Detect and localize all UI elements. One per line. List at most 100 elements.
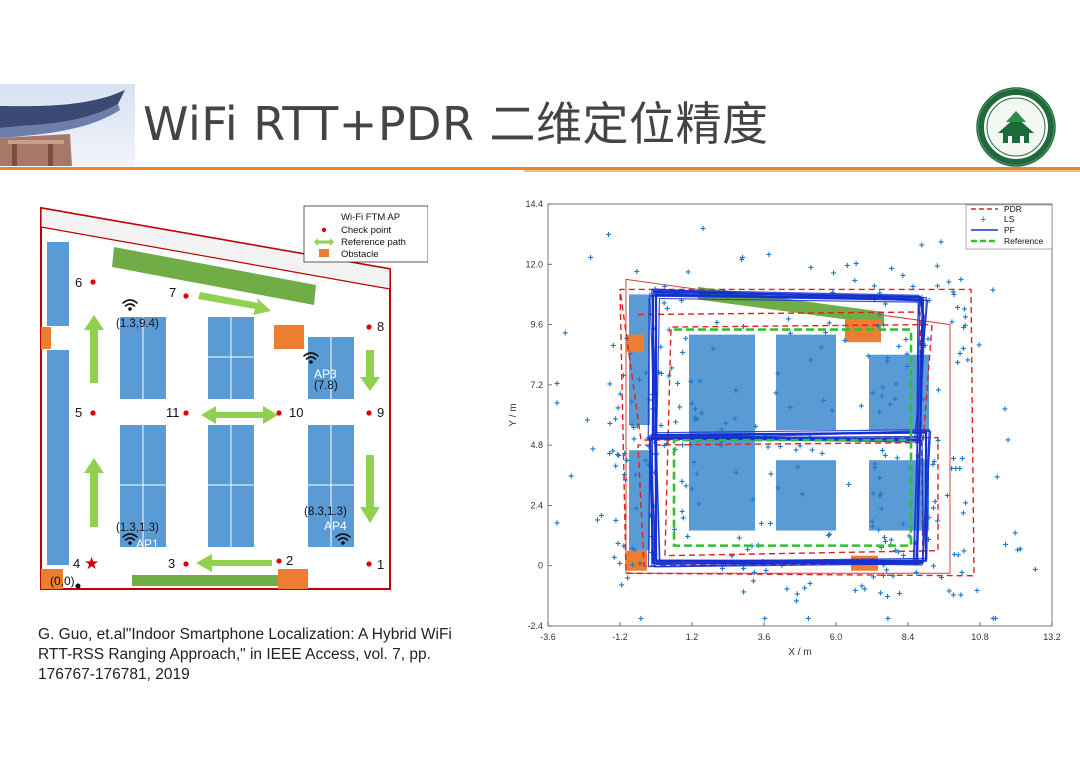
ls-point: + (631, 423, 637, 434)
ls-point: + (877, 474, 883, 485)
ls-point: + (831, 269, 837, 280)
checkpoint-label: 1 (377, 557, 384, 572)
ap-coordinate: (8.3,1.3) (304, 506, 347, 518)
ls-point: + (806, 614, 812, 625)
y-ticks: -2.402.44.87.29.612.014.4 (525, 199, 552, 631)
ls-point: + (878, 589, 884, 600)
wifi-ap4-icon (335, 533, 351, 545)
ls-point: + (622, 449, 628, 460)
y-tick-label: 4.8 (530, 440, 543, 450)
legend-label: Wi-Fi FTM AP (341, 212, 400, 223)
ls-point: + (630, 561, 636, 572)
ls-point: + (638, 614, 644, 625)
ls-point: + (1005, 435, 1011, 446)
ls-point: + (775, 369, 781, 380)
ls-point: + (794, 590, 800, 601)
ls-point: + (879, 391, 885, 402)
ls-point: + (935, 516, 941, 527)
checkpoint-label: 4 (73, 556, 80, 571)
ls-point: + (685, 267, 691, 278)
ls-point: + (666, 326, 672, 337)
ls-point: + (607, 419, 613, 430)
ls-point: + (646, 396, 652, 407)
ls-point: + (934, 262, 940, 273)
bench (112, 247, 316, 305)
plot-area: + + + + + + + + + + + + + + + + + + + + + + + + + + + + + + + + + + + + + + + +… (547, 203, 1053, 627)
chart-legend: + PDR LS PF Reference (965, 204, 1053, 250)
ls-point: + (656, 368, 662, 379)
ls-point: + (693, 405, 699, 416)
backdrop-shelf (776, 460, 836, 531)
ap-coordinate: (7.8) (314, 380, 338, 392)
ls-point: + (818, 343, 824, 354)
ls-point: + (888, 536, 894, 547)
ls-point: + (960, 509, 966, 520)
ls-point: + (788, 329, 794, 340)
ls-point: + (775, 483, 781, 494)
ls-point: + (691, 458, 697, 469)
ls-point: + (992, 614, 998, 625)
ls-point: + (677, 402, 683, 413)
ls-point: + (990, 614, 996, 625)
x-axis-label: X / m (788, 647, 811, 658)
ls-point: + (829, 406, 835, 417)
ls-point: + (685, 532, 691, 543)
ls-point: + (615, 539, 621, 550)
ls-point: + (957, 464, 963, 475)
ls-point: + (881, 560, 887, 571)
ls-point: + (740, 322, 746, 333)
ls-point: + (936, 385, 942, 396)
checkpoint-label: 2 (286, 553, 293, 568)
backdrop-obstacle (626, 334, 644, 353)
ls-point: + (894, 453, 900, 464)
ls-point: + (962, 312, 968, 323)
ls-point: + (795, 462, 801, 473)
ls-point: + (807, 579, 813, 590)
title-divider (0, 167, 1080, 170)
wifi-ap3-icon (303, 352, 319, 364)
ls-point: + (664, 304, 670, 315)
checkpoint-legend-marker (321, 227, 327, 233)
ls-point: + (643, 368, 649, 379)
ls-point: + (590, 445, 596, 456)
ls-point: + (958, 590, 964, 601)
ls-point: + (785, 315, 791, 326)
ls-point: + (930, 503, 936, 514)
ls-point: + (768, 519, 774, 530)
ap-coordinate: (1.3,9.4) (116, 318, 159, 330)
ls-point: + (884, 357, 890, 368)
ls-point: + (879, 504, 885, 515)
university-logo (976, 87, 1056, 167)
ls-point: + (949, 318, 955, 329)
ls-point: + (930, 460, 936, 471)
ls-point: + (643, 456, 649, 467)
ls-point: + (732, 414, 738, 425)
ls-point: + (1003, 540, 1009, 551)
origin-point (75, 583, 81, 589)
x-tick-label: 13.2 (1043, 632, 1061, 642)
ls-point: + (607, 449, 613, 460)
ls-point: + (935, 436, 941, 447)
ls-point: + (951, 454, 957, 465)
ls-point: + (876, 525, 882, 536)
ls-point: + (751, 568, 757, 579)
citation-text: G. Guo, et.al"Indoor Smartphone Localiza… (38, 626, 452, 683)
x-tick-label: 1.2 (686, 632, 699, 642)
shelf-block (208, 317, 254, 399)
ls-point: + (870, 388, 876, 399)
start-star-icon: ★ (84, 554, 99, 573)
ls-point: + (625, 573, 631, 584)
slide-title: WiFi RTT+PDR 二维定位精度 (143, 97, 769, 151)
ls-point: + (694, 469, 700, 480)
ls-point: + (844, 261, 850, 272)
x-tick-label: -1.2 (612, 632, 628, 642)
ls-point: + (669, 364, 675, 375)
ls-point: + (887, 400, 893, 411)
ls-point: + (637, 375, 643, 386)
y-tick-label: 14.4 (525, 199, 543, 209)
ls-point: + (759, 519, 765, 530)
ls-point: + (680, 348, 686, 359)
ls-point: + (959, 568, 965, 579)
series-pf-pass (647, 292, 930, 568)
ls-point: + (719, 425, 725, 436)
